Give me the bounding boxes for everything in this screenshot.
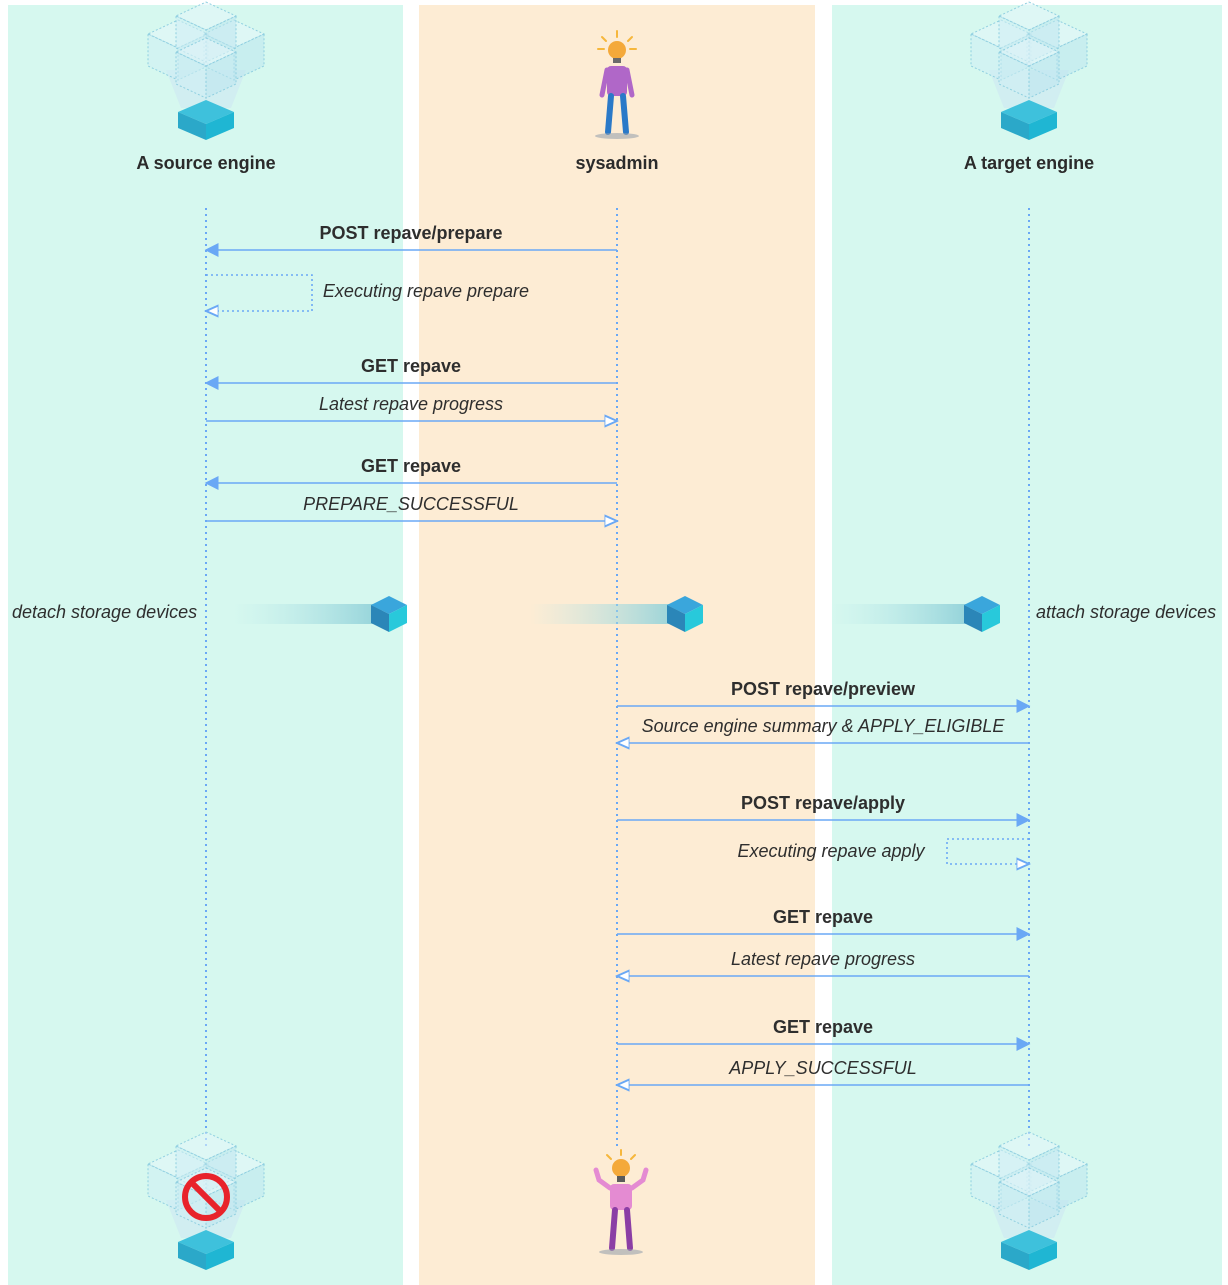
person-idea-icon	[595, 30, 639, 139]
arrow-self-apply	[946, 838, 1029, 864]
message-label: GET repave	[360, 356, 462, 376]
message-label: PREPARE_SUCCESSFUL	[303, 494, 519, 514]
arrow-self-prepare	[206, 274, 313, 311]
message-label: Source engine summary & APPLY_ELIGIBLE	[641, 716, 1005, 736]
actor-sysadmin-label: sysadmin	[575, 153, 659, 173]
message-label: Executing repave apply	[737, 841, 925, 861]
storage-block-icon	[530, 596, 703, 632]
message-label: Latest repave progress	[318, 394, 504, 414]
lane-sysadmin	[419, 5, 815, 1285]
message-label: GET repave	[772, 907, 874, 927]
message-label: GET repave	[772, 1017, 874, 1037]
message-label: POST repave/apply	[740, 793, 906, 813]
message-label: Latest repave progress	[730, 949, 916, 969]
server-cluster-icon	[971, 2, 1087, 140]
message-label: Executing repave prepare	[322, 281, 530, 301]
lifelines	[205, 208, 1030, 1150]
server-cluster-icon	[148, 2, 264, 140]
actor-source-label: A source engine	[136, 153, 276, 173]
message-label: POST repave/prepare	[319, 223, 503, 243]
lane-source	[8, 5, 403, 1285]
server-cluster-icon	[971, 1132, 1087, 1270]
message-label: POST repave/preview	[730, 679, 916, 699]
actor-target-label: A target engine	[963, 153, 1095, 173]
lane-target	[832, 5, 1222, 1285]
attach-note: attach storage devices	[1036, 602, 1217, 622]
message-label: GET repave	[360, 456, 462, 476]
storage-block-icon	[232, 596, 407, 632]
storage-block-icon	[830, 596, 1000, 632]
disabled-icon	[182, 1173, 230, 1221]
person-celebrating-icon	[593, 1149, 649, 1255]
message-label: APPLY_SUCCESSFUL	[729, 1058, 917, 1078]
detach-note: detach storage devices	[12, 602, 198, 622]
